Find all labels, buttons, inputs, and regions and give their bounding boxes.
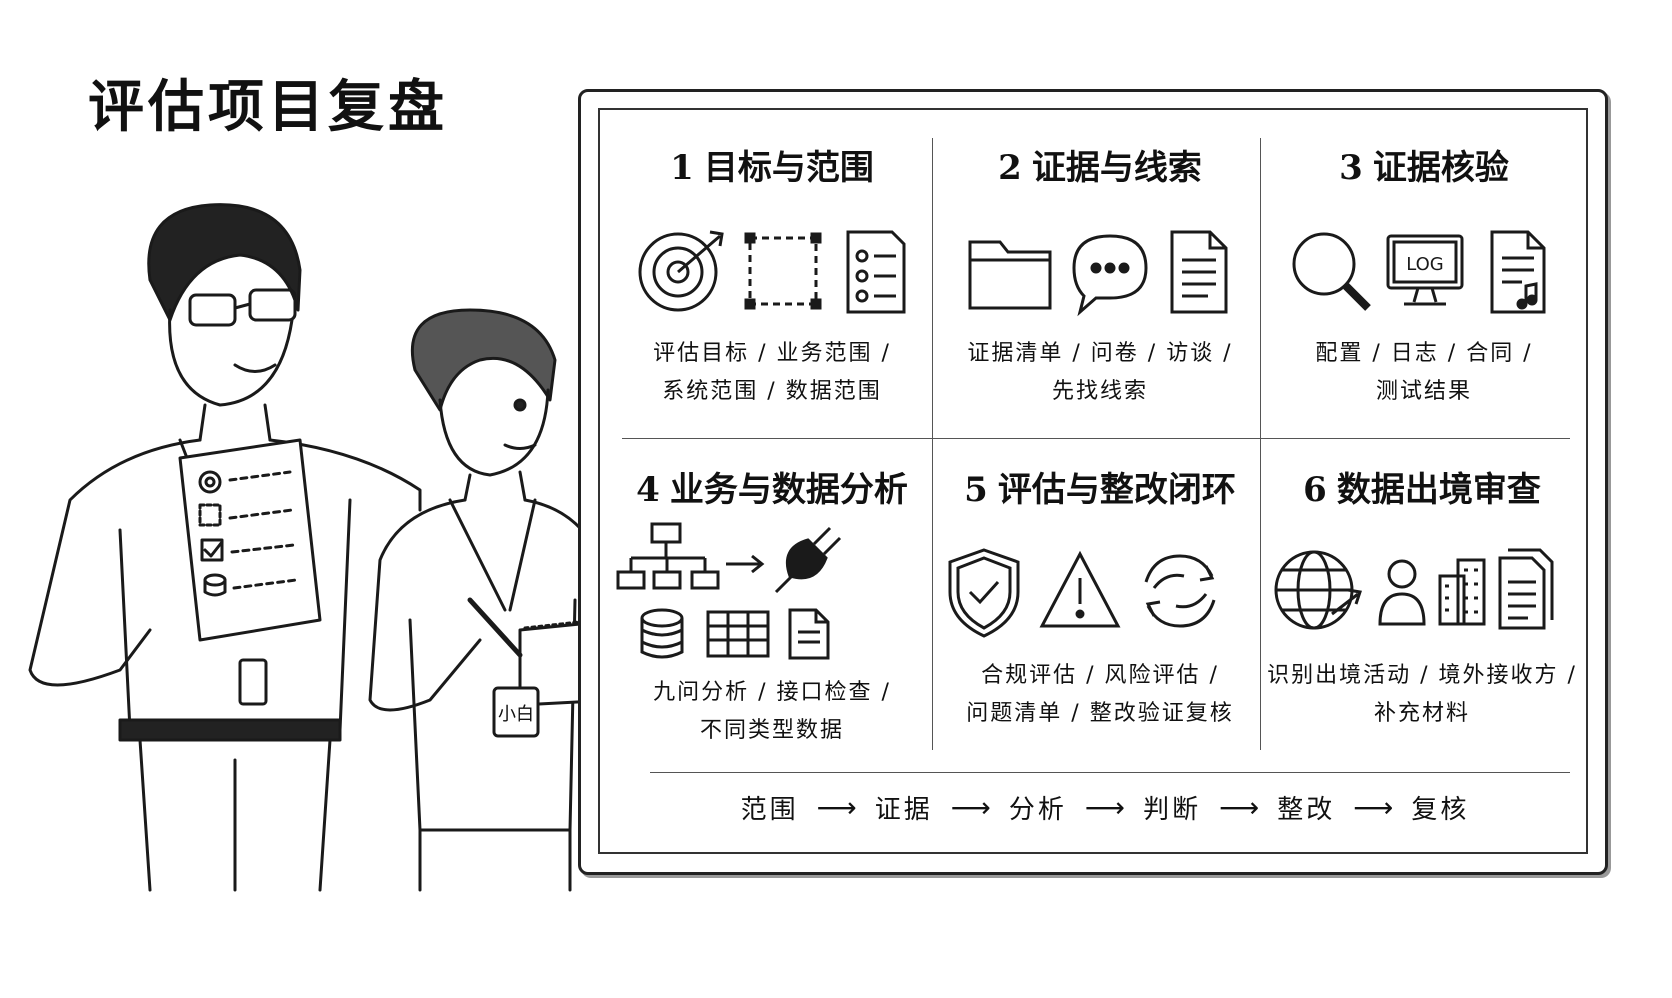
page-title: 评估项目复盘 [88,74,448,140]
panel-icons [612,518,932,668]
flow-arrow: ⟶ [1219,790,1260,824]
panel-title-text: 目标与范围 [703,148,874,188]
divider [650,772,1570,773]
panel-description: 证据清单 / 问卷 / 访谈 / 先找线索 [940,335,1260,411]
chat-bubble-icon [1072,234,1148,317]
document-icon [1170,230,1228,314]
junior-badge-label: 小白 [498,704,534,725]
flow-arrow: ⟶ [1353,790,1394,824]
panel-text-line: 识别出境活动 / 境外接收方 / [1267,663,1577,688]
panel-number: 2 [998,148,1022,188]
flow-arrow: ⟶ [950,790,991,824]
panel-icons: LOG [1264,220,1584,320]
panel-text-line: 先找线索 [1051,379,1148,404]
panel-text-line: 评估目标 / 业务范围 / [653,341,891,366]
flow-step: 范围 [740,794,799,825]
panel-number: 4 [636,470,660,510]
flow-arrow: ⟶ [816,790,857,824]
people-illustration: 小白 [28,203,622,892]
panel-icons [940,220,1260,320]
panel-title-text: 证据与线索 [1031,148,1202,188]
panel-description: 九问分析 / 接口检查 / 不同类型数据 [612,674,932,750]
dashed-scope-box-icon [744,232,822,310]
panel-text-line: 系统范围 / 数据范围 [662,379,882,404]
flow-arrow: ⟶ [1084,790,1126,824]
panel-number: 5 [964,470,988,510]
checklist-icon [846,230,906,314]
panel-description: 识别出境活动 / 境外接收方 / 补充材料 [1262,657,1582,733]
panel-text-line: 补充材料 [1373,701,1470,726]
panel-description: 评估目标 / 业务范围 / 系统范围 / 数据范围 [612,335,932,411]
target-icon [638,230,724,312]
table-icon [706,610,770,658]
cycle-icon [1144,554,1216,628]
mentor-checklist [178,438,322,642]
divider [622,438,1570,439]
panel-description: 合规评估 / 风险评估 / 问题清单 / 整改验证复核 [940,657,1260,733]
warning-icon [1039,550,1121,628]
panel-title-text: 评估与整改闭环 [997,470,1236,510]
panel-number: 1 [670,148,694,188]
database-icon [640,608,684,659]
panel-title-text: 证据核验 [1372,148,1509,188]
magnifier-icon [1292,232,1371,311]
documents-icon [1498,548,1554,630]
panel-number: 3 [1339,148,1363,188]
arrow-right-icon [726,554,765,574]
flow-step: 复核 [1411,794,1470,825]
document-icon [788,608,830,660]
process-flow: 范围 ⟶ 证据 ⟶ 分析 ⟶ 判断 ⟶ 整改 ⟶ 复核 [640,785,1570,829]
panel-text-line: 问题清单 / 整改验证复核 [966,701,1234,726]
panel-icons [1262,542,1582,642]
whiteboard-surface [598,108,1588,854]
panel-text-line: 测试结果 [1375,379,1472,404]
panel-text-line: 九问分析 / 接口检查 / [653,680,891,705]
panel-number: 6 [1303,470,1327,510]
panel-title-text: 数据出境审查 [1336,470,1541,510]
mentor-figure [28,203,422,892]
divider [1260,138,1261,750]
flow-step: 证据 [874,794,933,825]
panel-icons [940,542,1260,642]
music-document-icon [1490,230,1546,314]
panel-text-line: 配置 / 日志 / 合同 / [1315,341,1533,366]
divider [932,138,933,750]
shield-check-icon [948,548,1020,638]
panel-text-line: 合规评估 / 风险评估 / [981,663,1219,688]
building-icon [1438,558,1486,626]
panel-icons [612,220,932,320]
panel-text-line: 证据清单 / 问卷 / 访谈 / [967,341,1233,366]
flow-step: 判断 [1143,794,1202,825]
junior-figure [368,308,612,892]
flow-step: 分析 [1008,794,1067,825]
org-chart-icon [616,522,720,590]
flow-step: 整改 [1277,794,1336,825]
folder-icon [968,240,1052,310]
panel-description: 配置 / 日志 / 合同 / 测试结果 [1264,335,1584,411]
log-monitor-icon: LOG [1386,234,1464,306]
log-label: LOG [1406,254,1444,275]
plug-icon [774,526,842,594]
panel-title-text: 业务与数据分析 [669,470,908,510]
person-icon [1378,559,1426,626]
globe-transfer-icon [1274,550,1362,630]
panel-text-line: 不同类型数据 [699,718,844,743]
